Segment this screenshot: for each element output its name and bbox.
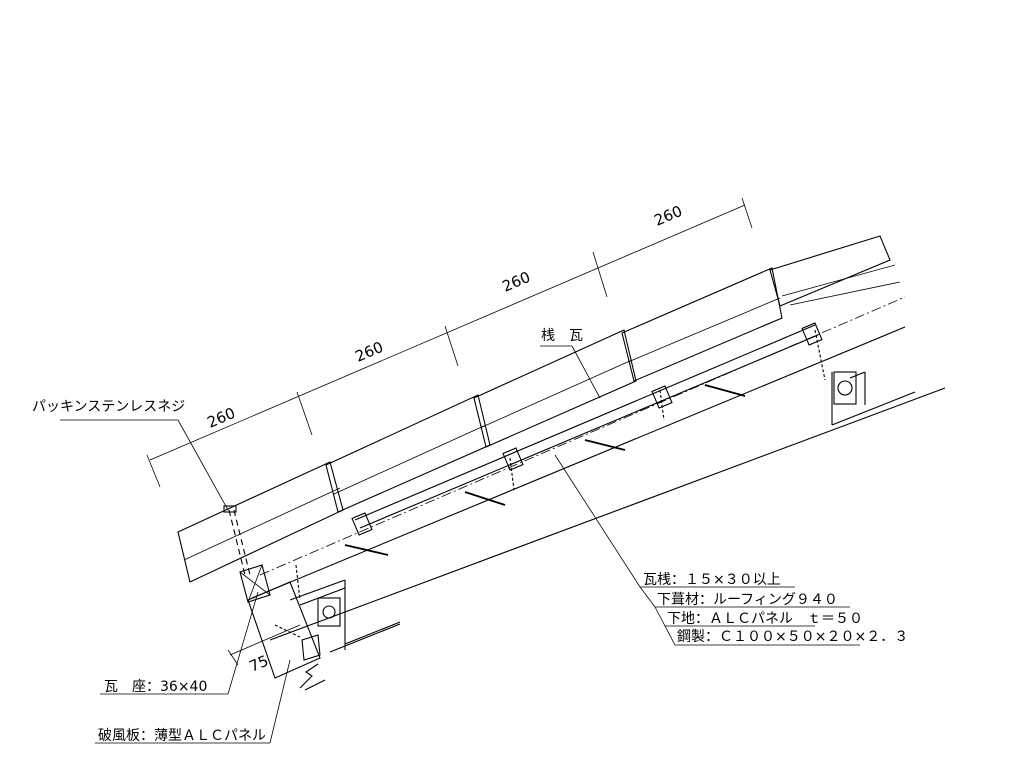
channel-block (301, 634, 321, 661)
screw-1 (295, 564, 301, 601)
dim-tick-4 (592, 251, 608, 298)
dimension-label-1: 260 (205, 404, 238, 432)
packing-screw-line-2 (233, 509, 251, 576)
panel-joint-2 (464, 491, 506, 506)
steel-channel-line (329, 623, 401, 653)
leader-substrate (654, 606, 666, 627)
dimension-label-3: 260 (500, 268, 533, 296)
leader-batten (554, 454, 641, 588)
label-sankawara: 桟 瓦 (541, 328, 583, 344)
dim-tick-3 (444, 325, 459, 367)
barge-board (247, 581, 321, 679)
roof-tile-2 (325, 394, 491, 513)
steel-line-right (849, 371, 866, 379)
batten-3 (651, 385, 673, 409)
leader-packing-screw (177, 419, 229, 511)
alc-panel-top-line (251, 326, 906, 599)
label-barge-board: 破風板：薄型ＡＬＣパネル (98, 728, 266, 744)
leader-underlay (639, 586, 656, 608)
batten-1 (351, 512, 373, 536)
screw-2 (509, 457, 515, 491)
leader-lines (60, 345, 860, 744)
break-line (304, 679, 326, 691)
batten-2 (502, 447, 524, 471)
batten-line-lower (359, 334, 819, 529)
roof-tile-3-edge (479, 359, 633, 429)
roof-tile-2-edge (333, 424, 487, 495)
steel-flange-right (831, 391, 916, 426)
bracket-top-2 (299, 587, 346, 606)
dim-tick-1 (146, 454, 161, 488)
label-packing-screw: パッキンステンレスネジ (32, 399, 185, 415)
roof-tile-4-edge (627, 297, 781, 363)
dim-75-tick-1 (227, 649, 239, 666)
bolt-plate (317, 597, 341, 627)
roof-tile-5-edge (781, 264, 896, 297)
bracket-top (289, 579, 346, 601)
leader-steel (664, 625, 676, 646)
roof-tile-5-edge-2 (789, 281, 901, 306)
packing-screw-head (223, 505, 237, 513)
panel-joint-3 (584, 439, 626, 451)
break-mark (299, 663, 319, 689)
dim-tick-2 (296, 391, 313, 436)
batten-4 (801, 322, 823, 346)
batten-line-upper (354, 324, 816, 521)
roof-tile-1-edge (183, 487, 341, 561)
roof-tile-1 (177, 461, 344, 583)
leader-barge (269, 659, 291, 744)
roof-tile-4 (621, 267, 783, 382)
screw-3 (659, 389, 665, 421)
dim-75-line (229, 624, 301, 656)
dimension-label-2: 260 (353, 338, 386, 366)
bolt-head-right (837, 380, 853, 396)
dimension-lines (146, 197, 753, 666)
eaves-detail (239, 564, 346, 691)
label-batten: 瓦桟：１５×３０以上 (643, 572, 781, 588)
leader-tile-seat (227, 591, 259, 695)
screws (223, 329, 826, 638)
battens (351, 322, 823, 536)
roof-tile-3 (473, 329, 637, 448)
panel-joint-1 (344, 544, 389, 556)
dim-tick-5 (741, 197, 753, 229)
screw-4 (814, 329, 826, 381)
roof-layers (251, 296, 946, 653)
packing-screw-line (228, 509, 246, 576)
bolt-plate-right (833, 371, 857, 405)
label-steel: 鋼製：Ｃ１００×５０×２０×２．３ (677, 629, 908, 645)
label-underlay: 下葺材：ルーフィング９４０ (657, 592, 838, 608)
steel-detail-right (831, 371, 916, 426)
steel-channel-line-2 (344, 621, 401, 645)
tile-seat-diagonal-2 (247, 564, 263, 603)
roof-tile-5 (769, 235, 891, 307)
panel-joint-4 (704, 384, 746, 397)
alc-panel-bottom-line (269, 387, 946, 641)
bolt-head (322, 605, 336, 619)
label-tile-seat: 瓦 座：36×40 (104, 679, 207, 695)
roof-tiles (177, 235, 901, 583)
label-substrate: 下地：ＡＬＣパネル ｔ＝５０ (667, 611, 863, 627)
leader-sankawara (571, 345, 601, 399)
dimension-label-4: 260 (652, 202, 685, 230)
